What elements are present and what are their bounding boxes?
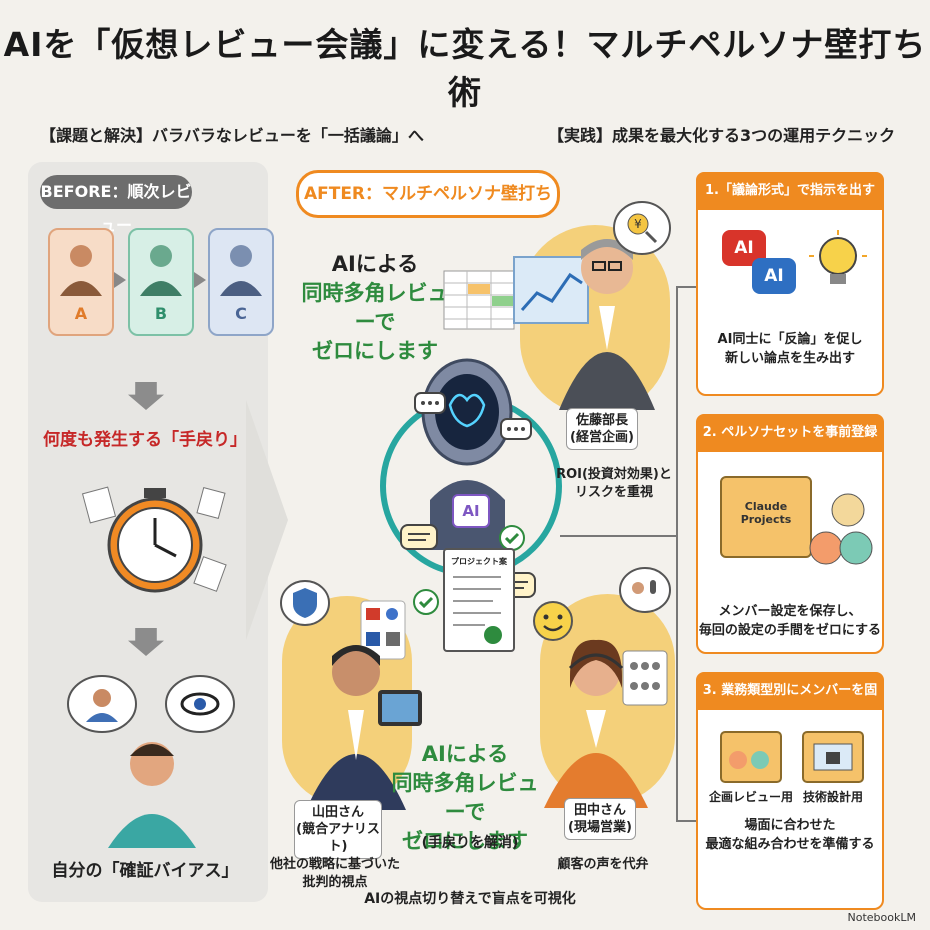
- chat-bubble-icon: [414, 392, 446, 414]
- technique-2-title: 2. ペルソナセットを事前登録: [696, 414, 884, 452]
- after-bottom-sub: (手戻りを解消): [421, 835, 519, 851]
- document-lines-icon: [453, 576, 502, 644]
- person-icon: [220, 245, 262, 296]
- technique-card-1: 1.「議論形式」で指示を出す AI AI AI同士に「反論」を促し 新しい論点を…: [696, 172, 884, 396]
- persona-sato-name: 佐藤部長: [575, 413, 628, 428]
- after-bottom-line2: 同時多角レビューで: [391, 771, 539, 824]
- after-center-line3: ゼロにします: [312, 339, 438, 363]
- bracket-connector: [560, 535, 678, 537]
- after-bottom-message: AIによる 同時多角レビューで ゼロにします: [390, 740, 540, 856]
- reviewer-card-b: B: [128, 228, 194, 336]
- folder-icon: Claude Projects: [720, 476, 812, 558]
- persona-yamada-desc: 他社の戦略に基づいた 批判的視点: [270, 856, 400, 892]
- folder-tech-label: 技術設計用: [802, 790, 863, 804]
- reviewer-label-b: B: [154, 304, 168, 323]
- shield-icon: [280, 580, 330, 626]
- persona-yamada-name: 山田さん: [311, 805, 364, 820]
- folder-planning-label: 企画レビュー用: [708, 790, 793, 804]
- chat-bubble-icon: [400, 524, 438, 550]
- technique-3-illustration: 企画レビュー用 技術設計用: [698, 710, 882, 810]
- bracket-tick: [676, 286, 696, 288]
- yen-magnifier-icon: ¥: [613, 201, 671, 255]
- persona-tanaka-namebox: 田中さん (現場営業): [564, 798, 636, 840]
- before-label: BEFORE：順次レビュー: [40, 175, 192, 235]
- alarm-clock-icon: [81, 486, 227, 593]
- after-center-line1: AIによる: [331, 252, 419, 276]
- svg-text:¥: ¥: [634, 217, 642, 231]
- microphone-bubble-icon: [619, 567, 671, 613]
- member-avatars-icon: [809, 493, 873, 565]
- confirmation-bias-text: 自分の「確証バイアス」: [51, 861, 239, 881]
- after-bottom-line1: AIによる: [421, 742, 509, 766]
- persona-sato-role: (経営企画): [570, 430, 634, 445]
- technique-1-title: 1.「議論形式」で指示を出す: [696, 172, 884, 210]
- thinking-person-icon: [67, 675, 235, 848]
- claude-projects-label: Claude Projects: [740, 500, 792, 526]
- technique-1-text1: AI同士に「反論」を促し: [717, 332, 863, 347]
- chat-bubble-icon: [500, 418, 532, 440]
- technique-2-text2: 毎回の設定の手間をゼロにする: [698, 623, 882, 638]
- arrow-right-icon: [194, 272, 206, 288]
- check-icon: [413, 589, 439, 615]
- persona-tanaka-role: (現場営業): [568, 820, 632, 835]
- after-footer-text: AIの視点切り替えで盲点を可視化: [364, 891, 576, 907]
- persona-yamada-role: (競合アナリスト): [296, 822, 380, 854]
- lightbulb-icon: [809, 230, 867, 284]
- after-center-message: AIによる 同時多角レビューで ゼロにします: [300, 250, 450, 366]
- reviewer-label-c: C: [235, 304, 247, 323]
- technique-3-text1: 場面に合わせた: [744, 818, 836, 833]
- bracket-tick: [676, 820, 696, 822]
- technique-card-3: 3. 業務類型別にメンバーを固定 企画レビュー用 技術設計用 場面に合わせた 最…: [696, 672, 884, 910]
- page-title: AIを「仮想レビュー会議」に変える！マルチペルソナ壁打ち術: [3, 25, 927, 112]
- ai-badge: AI: [452, 494, 490, 528]
- reviewer-card-c: C: [208, 228, 274, 336]
- technique-1-illustration: AI AI: [698, 210, 882, 330]
- chart-board-icon: [513, 256, 589, 324]
- logos-icon: [360, 600, 406, 660]
- persona-sato-namebox: 佐藤部長 (経営企画): [566, 408, 638, 450]
- persona-sato-desc: ROI(投資対効果)と リスクを重視: [554, 466, 674, 502]
- after-bottom-line3: ゼロにします: [402, 829, 528, 853]
- smiley-icon: [533, 601, 573, 641]
- person-icon: [140, 245, 182, 296]
- technique-3-text2: 最適な組み合わせを準備する: [705, 837, 875, 852]
- technique-3-title: 3. 業務類型別にメンバーを固定: [696, 672, 884, 732]
- technique-2-text1: メンバー設定を保存し、: [718, 604, 862, 619]
- persona-sato-desc2: リスクを重視: [574, 485, 653, 500]
- left-section-heading: 【課題と解決】バラバラなレビューを「一括議論」へ: [40, 126, 424, 145]
- project-document: プロジェクト案: [443, 548, 515, 652]
- rework-text: 何度も発生する「手戻り」: [43, 430, 247, 450]
- persona-tanaka-desc1: 顧客の声を代弁: [557, 857, 649, 872]
- persona-tanaka-desc: 顧客の声を代弁: [548, 856, 658, 874]
- persona-tanaka-avatar: [544, 639, 648, 808]
- right-section-heading: 【実践】成果を最大化する3つの運用テクニック: [548, 126, 896, 145]
- persona-yamada-desc1: 他社の戦略に基づいた: [270, 857, 401, 872]
- notebooklm-logo: NotebookLM: [847, 911, 916, 924]
- technique-1-text2: 新しい論点を生み出す: [724, 351, 855, 366]
- spreadsheet-icon: [443, 270, 515, 330]
- folder-tech-icon: [802, 731, 864, 783]
- persona-yamada-desc2: 批判的視点: [302, 875, 368, 890]
- reviewer-card-a: A: [48, 228, 114, 336]
- project-document-label: プロジェクト案: [451, 557, 507, 566]
- persona-yamada-namebox: 山田さん (競合アナリスト): [294, 800, 382, 859]
- ai-chip-blue: AI: [752, 258, 796, 294]
- persona-yamada-avatar: [306, 645, 422, 810]
- after-center-line2: 同時多角レビューで: [301, 281, 449, 334]
- arrow-right-icon: [114, 272, 126, 288]
- persona-tanaka-name: 田中さん: [573, 803, 626, 818]
- persona-sato-avatar: [559, 239, 655, 410]
- audience-icon: [622, 650, 668, 706]
- reviewer-label-a: A: [74, 304, 88, 323]
- persona-sato-desc1: ROI(投資対効果)と: [556, 467, 672, 482]
- person-icon: [60, 245, 102, 296]
- technique-card-2: 2. ペルソナセットを事前登録 Claude Projects メンバー設定を保…: [696, 414, 884, 654]
- after-label: AFTER：マルチペルソナ壁打ち: [296, 170, 560, 218]
- technique-bracket: [676, 286, 698, 820]
- technique-2-illustration: Claude Projects: [698, 452, 882, 602]
- folder-planning-icon: [720, 731, 782, 783]
